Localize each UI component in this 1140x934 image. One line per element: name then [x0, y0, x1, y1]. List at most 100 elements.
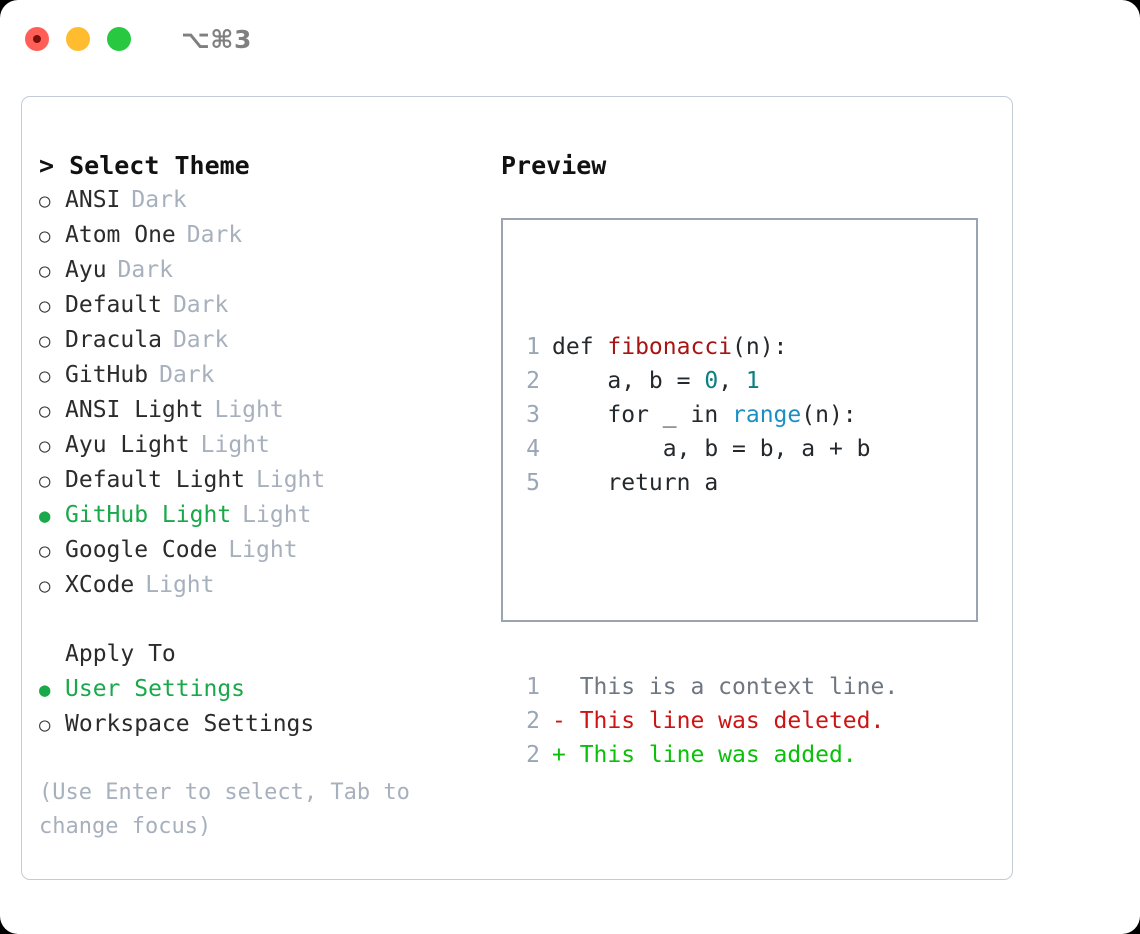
preview-title: Preview	[501, 151, 607, 180]
line-number: 4	[526, 436, 540, 462]
theme-variant-tag: Dark	[172, 327, 229, 353]
radio-unselected-icon[interactable]: ○	[39, 400, 51, 422]
spacer-marker: ○	[39, 638, 65, 672]
radio-unselected-icon[interactable]: ○	[39, 260, 51, 282]
theme-name: GitHub Light	[65, 502, 232, 528]
minimize-button[interactable]	[66, 27, 90, 51]
radio-unselected-icon[interactable]: ○	[39, 540, 51, 562]
theme-variant-tag: Dark	[186, 222, 243, 248]
theme-variant-tag: Dark	[117, 257, 173, 283]
radio-selected-icon[interactable]: ●	[39, 679, 51, 701]
close-button[interactable]	[25, 27, 49, 51]
apply-to-item[interactable]: ● User Settings	[39, 672, 469, 707]
code-token: 1	[745, 368, 760, 394]
theme-variant-tag: Light	[256, 467, 326, 493]
radio-unselected-icon[interactable]: ○	[39, 365, 51, 387]
code-token: ,	[718, 368, 746, 394]
code-line: 4 a, b = b, a + b	[514, 432, 898, 466]
theme-name: Google Code	[65, 537, 218, 563]
apply-to-item[interactable]: ○ Workspace Settings	[39, 707, 469, 742]
theme-variant-tag: Dark	[172, 292, 229, 318]
diff-line: 2 + This line was added.	[514, 738, 898, 772]
code-line: 2 a, b = 0, 1	[514, 364, 898, 398]
radio-unselected-icon[interactable]: ○	[39, 330, 51, 352]
code-token: for _ in	[552, 402, 733, 428]
theme-variant-tag: Dark	[159, 362, 215, 388]
radio-unselected-icon[interactable]: ○	[39, 575, 51, 597]
theme-variant-tag: Light	[242, 502, 312, 528]
theme-name: ANSI Light	[65, 397, 204, 423]
radio-unselected-icon[interactable]: ○	[39, 714, 51, 736]
line-number: 1	[526, 674, 540, 700]
radio-unselected-icon[interactable]: ○	[39, 295, 51, 317]
keyboard-hint: (Use Enter to select, Tab to change focu…	[39, 780, 424, 839]
line-number: 2	[526, 368, 540, 394]
line-number: 2	[526, 742, 540, 768]
diff-block: 1 This is a context line. 2 - This line wa…	[514, 670, 898, 772]
code-spacer	[514, 568, 898, 602]
radio-unselected-icon[interactable]: ○	[39, 435, 51, 457]
code-token: - This line was deleted.	[552, 708, 885, 734]
theme-variant-tag: Light	[200, 432, 270, 458]
theme-variant-tag: Light	[228, 537, 298, 563]
shortcut-label: ⌥⌘3	[181, 24, 252, 54]
diff-line: 1 This is a context line.	[514, 670, 898, 704]
line-number: 2	[526, 708, 540, 734]
theme-name: Atom One	[65, 222, 176, 248]
radio-unselected-icon[interactable]: ○	[39, 470, 51, 492]
code-token: a, b = b, a + b	[552, 436, 871, 462]
theme-variant-tag: Light	[214, 397, 284, 423]
theme-list-item[interactable]: ○ Default Light Light	[39, 463, 469, 498]
code-token: range	[732, 402, 802, 428]
code-token: 0	[704, 368, 719, 394]
code-token: This is a context line.	[552, 674, 899, 700]
code-token: a, b =	[552, 368, 705, 394]
line-number: 5	[526, 470, 540, 496]
code-token: (n):	[801, 402, 857, 428]
apply-to-label: Apply To	[65, 641, 176, 667]
theme-name: Default Light	[65, 467, 246, 493]
code-token: (n):	[732, 334, 788, 360]
maximize-button[interactable]	[107, 27, 131, 51]
code-line: 3 for _ in range(n):	[514, 398, 898, 432]
apply-to-heading: ○ Apply To	[39, 637, 469, 672]
apply-to-list[interactable]: ● User Settings ○ Workspace Settings	[39, 672, 469, 742]
theme-name: XCode	[65, 572, 135, 598]
theme-list-item[interactable]: ● GitHub Light Light	[39, 498, 469, 533]
radio-unselected-icon[interactable]: ○	[39, 190, 51, 212]
theme-name: ANSI	[65, 187, 121, 213]
apply-to-label-text: Workspace Settings	[65, 711, 315, 737]
code-token: fibonacci	[607, 334, 733, 360]
theme-list-item[interactable]: ○ Atom One Dark	[39, 218, 469, 253]
code-line: 5 return a	[514, 466, 898, 500]
theme-list-item[interactable]: ○ Ayu Dark	[39, 253, 469, 288]
radio-selected-icon[interactable]: ●	[39, 505, 51, 527]
radio-unselected-icon[interactable]: ○	[39, 225, 51, 247]
theme-list-item[interactable]: ○ ANSI Light Light	[39, 393, 469, 428]
theme-list-item[interactable]: ○ Google Code Light	[39, 533, 469, 568]
title-bar: ⌥⌘3	[0, 0, 1140, 78]
diff-line: 2 - This line was deleted.	[514, 704, 898, 738]
apply-to-label-text: User Settings	[65, 676, 246, 702]
line-number: 3	[526, 402, 540, 428]
window-controls	[25, 27, 131, 51]
page-title: > Select Theme	[39, 151, 250, 180]
line-number: 1	[526, 334, 540, 360]
code-token: + This line was added.	[552, 742, 857, 768]
theme-name: Ayu	[65, 257, 107, 283]
